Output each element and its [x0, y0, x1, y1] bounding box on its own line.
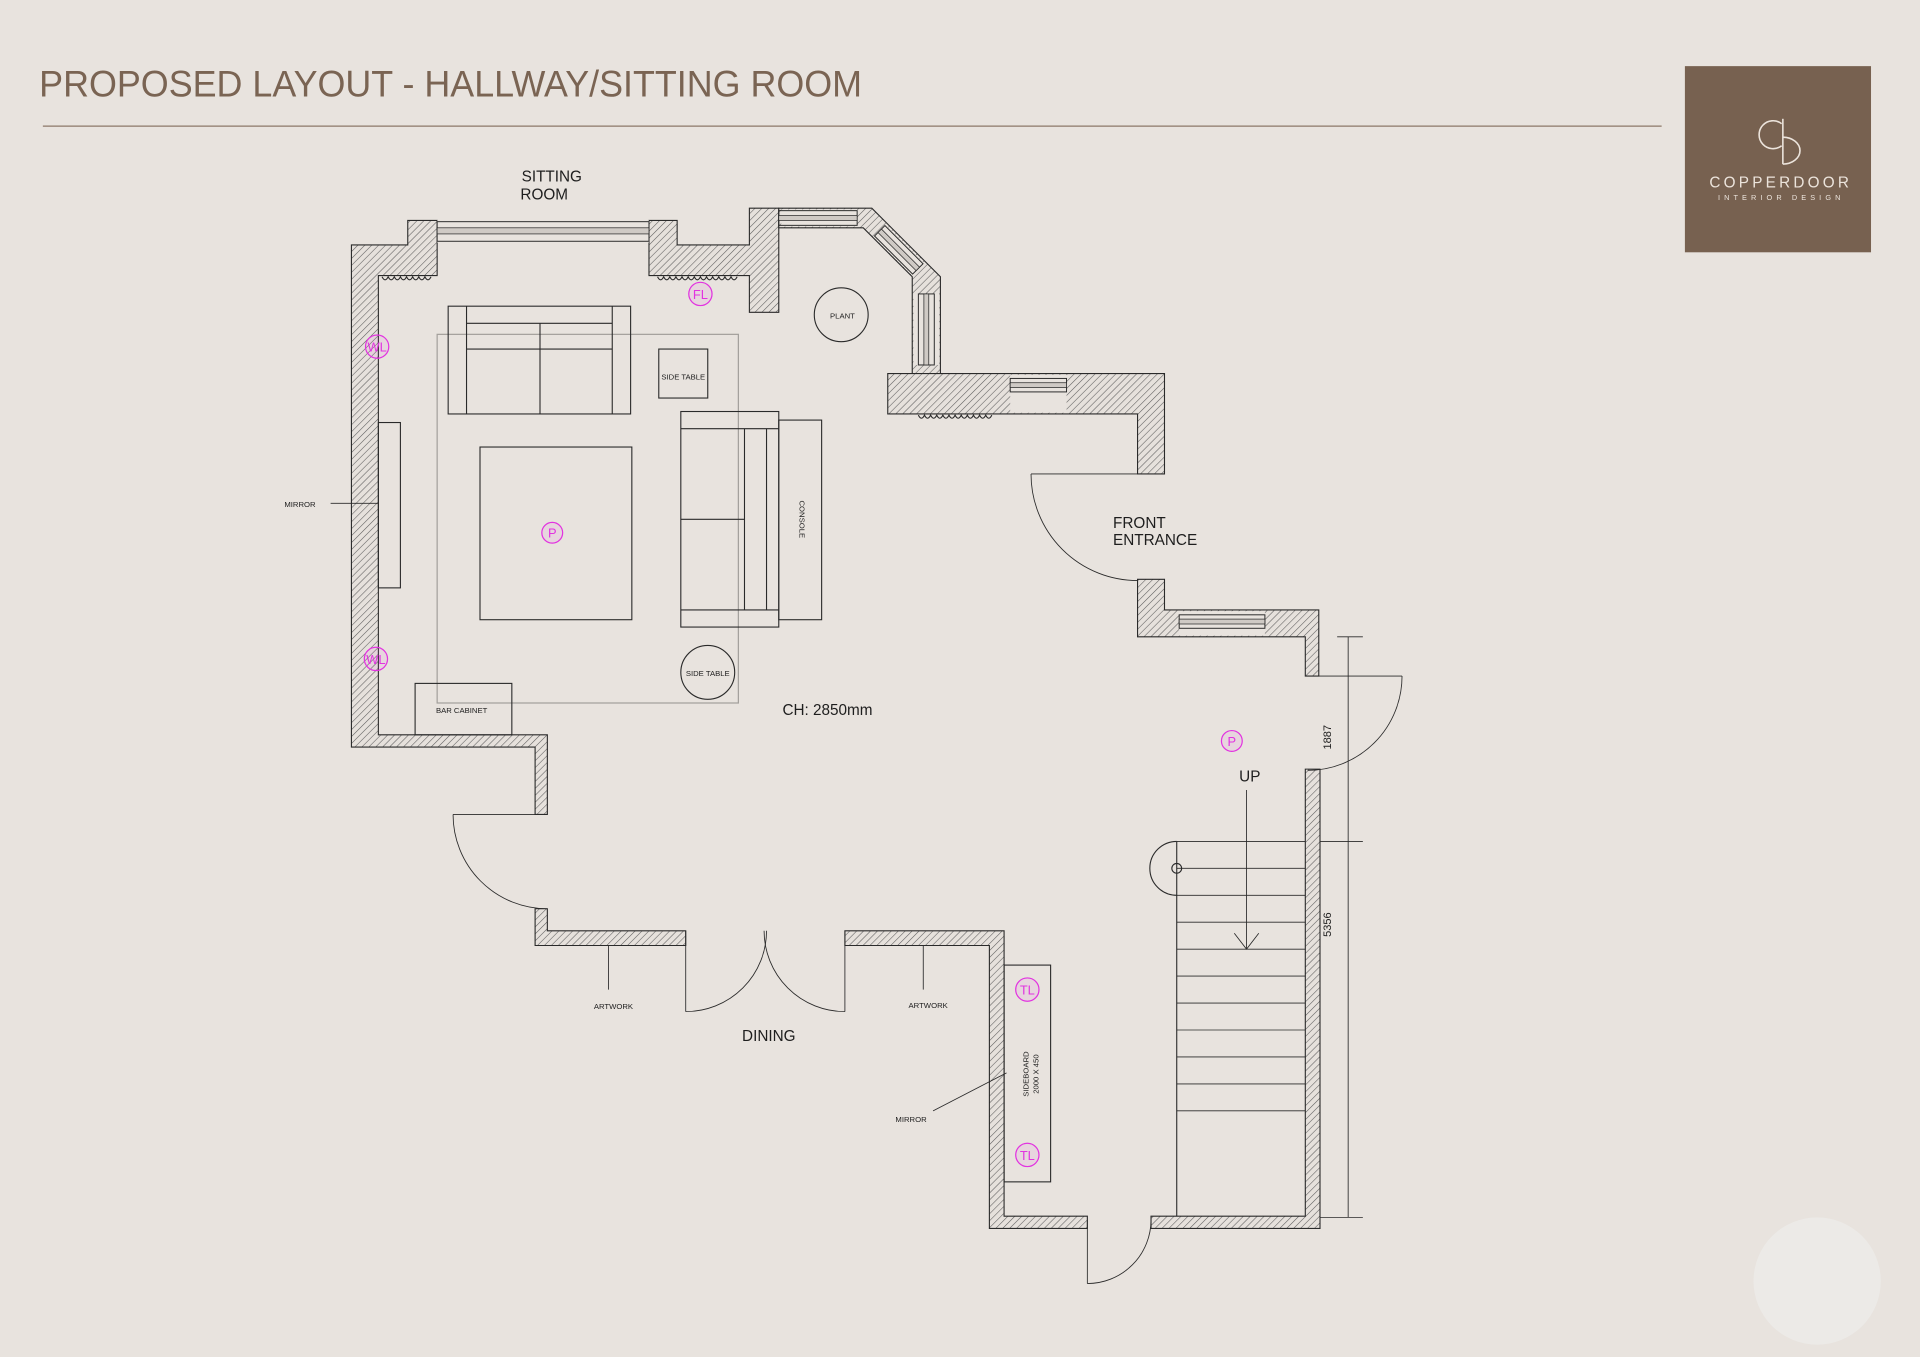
wall-sitting-west — [350, 219, 548, 815]
door-hall-east — [1307, 675, 1403, 771]
coffee-table — [479, 446, 633, 621]
door-front-entrance — [1030, 473, 1138, 581]
p-label: P — [1228, 734, 1237, 749]
p-symbol-icon: P — [1220, 729, 1243, 752]
stair-newel — [1149, 840, 1177, 896]
symbols: WL WL FL P P TL TL — [363, 281, 1243, 1168]
mirror-sitting-label: MIRROR — [284, 500, 316, 509]
artwork-left-label: ARTWORK — [594, 1002, 634, 1011]
door-dining-double — [685, 930, 846, 1013]
room-label-entrance-line1: FRONT — [1113, 515, 1166, 532]
window-bay-diagonal — [873, 224, 924, 275]
mirror-hall: MIRROR — [895, 1072, 1007, 1124]
sideboard-label: SIDEBOARD — [1022, 1051, 1031, 1097]
side-table-square: SIDE TABLE — [658, 348, 709, 399]
artwork-right: ARTWORK — [909, 945, 949, 1010]
p-symbol-icon: P — [541, 521, 564, 544]
door-sitting-to-dining — [452, 814, 548, 910]
side-table-round-label: SIDE TABLE — [686, 669, 730, 678]
bar-cabinet: BAR CABINET — [414, 682, 513, 736]
rug — [436, 333, 739, 704]
curtains — [381, 275, 993, 419]
plant: PLANT — [813, 287, 869, 343]
p-label: P — [548, 526, 557, 541]
tl-symbol-icon: TL — [1015, 977, 1040, 1002]
room-label-sitting-line1: SITTING — [522, 168, 582, 185]
curtain-bay — [917, 413, 993, 419]
door-hall-south — [1086, 1219, 1152, 1284]
window-bay-north — [778, 209, 858, 227]
fl-symbol-icon: FL — [688, 281, 713, 307]
stair-arrow-icon — [1233, 789, 1260, 950]
mirror-hall-label: MIRROR — [895, 1115, 927, 1124]
stair-direction-label: UP — [1239, 768, 1260, 785]
room-label-entrance-line2: ENTRANCE — [1113, 532, 1197, 549]
plant-label: PLANT — [830, 311, 855, 320]
furniture: SIDE TABLE CONSOLE SIDE TABLE PLANT MI — [284, 287, 1052, 1183]
window-bay-south — [1009, 374, 1068, 413]
side-table-square-label: SIDE TABLE — [661, 373, 705, 382]
bar-cabinet-label: BAR CABINET — [436, 706, 488, 715]
dimension-lines: 1887 5356 — [1320, 636, 1363, 1218]
cd-monogram-icon — [1758, 118, 1801, 165]
side-table-round: SIDE TABLE — [680, 644, 736, 700]
curtain-west — [381, 275, 432, 281]
tl-label: TL — [1020, 1148, 1035, 1163]
sideboard: SIDEBOARD 2000 X 450 — [1003, 964, 1052, 1183]
fl-label: FL — [693, 287, 708, 302]
artwork-left: ARTWORK — [594, 945, 634, 1011]
wl-label: WL — [366, 652, 385, 667]
console-label: CONSOLE — [798, 500, 807, 538]
tl-label: TL — [1020, 982, 1035, 997]
window-sitting-north — [436, 220, 650, 243]
staircase: UP — [1149, 768, 1306, 1217]
window-entrance — [1178, 611, 1266, 636]
page-title: PROPOSED LAYOUT - HALLWAY/SITTING ROOM — [39, 64, 862, 105]
wall-hall-east — [1150, 768, 1321, 1229]
logo: COPPERDOOR INTERIOR DESIGN — [1684, 66, 1872, 253]
ceiling-height-label: CH: 2850mm — [782, 702, 872, 719]
doors — [452, 473, 1403, 1284]
room-label-sitting-line2: ROOM — [520, 187, 568, 204]
room-label-dining: DINING — [742, 1028, 796, 1045]
wl-symbol-icon: WL — [364, 334, 390, 359]
curtain-north — [657, 275, 738, 281]
wl-label: WL — [368, 339, 387, 354]
logo-name: COPPERDOOR — [1709, 174, 1849, 191]
window-bay-east — [913, 293, 940, 366]
console: CONSOLE — [778, 419, 823, 621]
logo-panel — [1684, 66, 1872, 253]
tl-symbol-icon: TL — [1015, 1142, 1040, 1168]
watermark-circle — [1753, 1217, 1881, 1345]
sideboard-size: 2000 X 450 — [1031, 1054, 1040, 1093]
logo-tagline: INTERIOR DESIGN — [1718, 193, 1840, 202]
windows — [436, 209, 1266, 636]
dimension-upper: 1887 — [1322, 725, 1334, 750]
sofa-north — [447, 305, 632, 415]
dimension-lower: 5356 — [1322, 912, 1334, 937]
room-labels: SITTING ROOM FRONT ENTRANCE DINING CH: 2… — [520, 168, 1197, 1045]
wl-symbol-icon: WL — [363, 646, 389, 672]
mirror-sitting: MIRROR — [284, 421, 401, 589]
artwork-right-label: ARTWORK — [909, 1001, 949, 1010]
